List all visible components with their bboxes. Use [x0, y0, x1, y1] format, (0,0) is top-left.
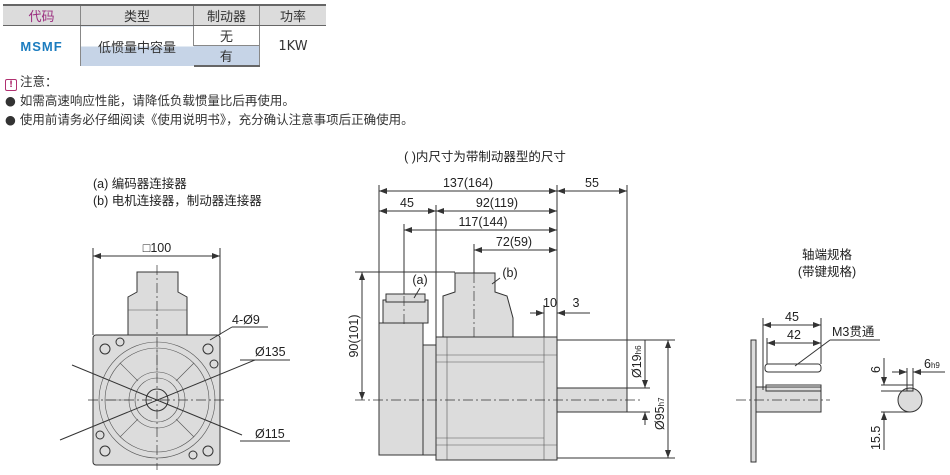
- notes: !注意： ● 如需高速响应性能，请降低负载惯量比后再使用。 ● 使用前请务必仔细…: [5, 74, 414, 127]
- connector-b-label: (b): [502, 266, 517, 280]
- shaft-tolerance: h6: [634, 345, 643, 354]
- encoder-length-dim: 45: [400, 196, 414, 210]
- notes-title: 注意：: [20, 74, 58, 89]
- brake-with: 有: [193, 45, 260, 67]
- note-item: 如需高速响应性能，请降低负载惯量比后再使用。: [19, 93, 295, 108]
- square-dim: □100: [143, 241, 171, 255]
- shaft-height-dim: 15.5: [869, 426, 883, 450]
- shaft-spec-subtitle: (带键规格): [798, 264, 856, 279]
- key-height-dim: 6: [869, 366, 883, 373]
- power-value: 1KW: [259, 25, 326, 66]
- side-view: ( )内尺寸为带制动器型的尺寸 137(164) 55 45 92(119) 1…: [347, 149, 675, 461]
- key-width-dim: 6h9: [924, 357, 940, 371]
- brake-none: 无: [193, 25, 260, 46]
- len42-dim: 42: [787, 328, 801, 342]
- header-type: 类型: [80, 4, 194, 26]
- legend-a: (a) 编码器连接器: [93, 176, 187, 191]
- header-code: 代码: [3, 4, 81, 26]
- model-type: 低惯量中容量: [80, 25, 194, 66]
- tap-label: M3贯通: [832, 325, 875, 339]
- model-code: MSMF: [20, 38, 63, 54]
- spigot-tolerance: h7: [657, 397, 666, 406]
- header-brake: 制动器: [193, 4, 260, 26]
- body-length-dim: 92(119): [476, 196, 518, 210]
- spec-table: 代码 类型 制动器 功率 MSMF 低惯量中容量 无 1KW 有: [3, 4, 326, 67]
- shaft-length-dim: 55: [585, 176, 599, 190]
- total-length-dim: 137(164): [443, 176, 493, 190]
- note-item: 使用前请务必仔细阅读《使用说明书》，充分确认注意事项后正确使用。: [19, 112, 414, 127]
- connector-a-label: (a): [412, 273, 427, 287]
- mounting-holes: [95, 337, 219, 460]
- shaft-spec: 轴端规格 (带键规格) 45 42 M3贯通 6 15.5 6h9: [736, 247, 945, 463]
- flange-dim: 10: [543, 296, 557, 310]
- key-tolerance: h9: [931, 361, 940, 370]
- pcd-dim: Ø135: [255, 345, 286, 359]
- warning-icon: !: [5, 79, 17, 91]
- shaft-dia: Ø19: [630, 354, 644, 378]
- shaft-spec-title: 轴端规格: [802, 247, 853, 262]
- conn-b-dim: 72(59): [496, 235, 532, 249]
- conn-a-dim: 117(144): [458, 215, 507, 229]
- shaft-dia-dim: Ø19h6: [630, 345, 644, 378]
- spigot-dim: Ø115: [255, 427, 285, 441]
- side-title: ( )内尺寸为带制动器型的尺寸: [404, 149, 566, 164]
- len45-dim: 45: [785, 310, 799, 324]
- spigot-dia: Ø95: [653, 406, 667, 430]
- spigot-depth-dim: 3: [573, 296, 580, 310]
- spigot-dia-dim: Ø95h7: [653, 397, 667, 430]
- height-dim: 90(101): [347, 314, 361, 357]
- header-power: 功率: [259, 4, 326, 26]
- holes-dim: 4-Ø9: [232, 313, 260, 327]
- key-width: 6: [924, 357, 931, 371]
- legend-b: (b) 电机连接器，制动器连接器: [93, 193, 262, 208]
- front-view: (a) 编码器连接器 (b) 电机连接器，制动器连接器 □100 4-Ø9 Ø1…: [59, 176, 290, 470]
